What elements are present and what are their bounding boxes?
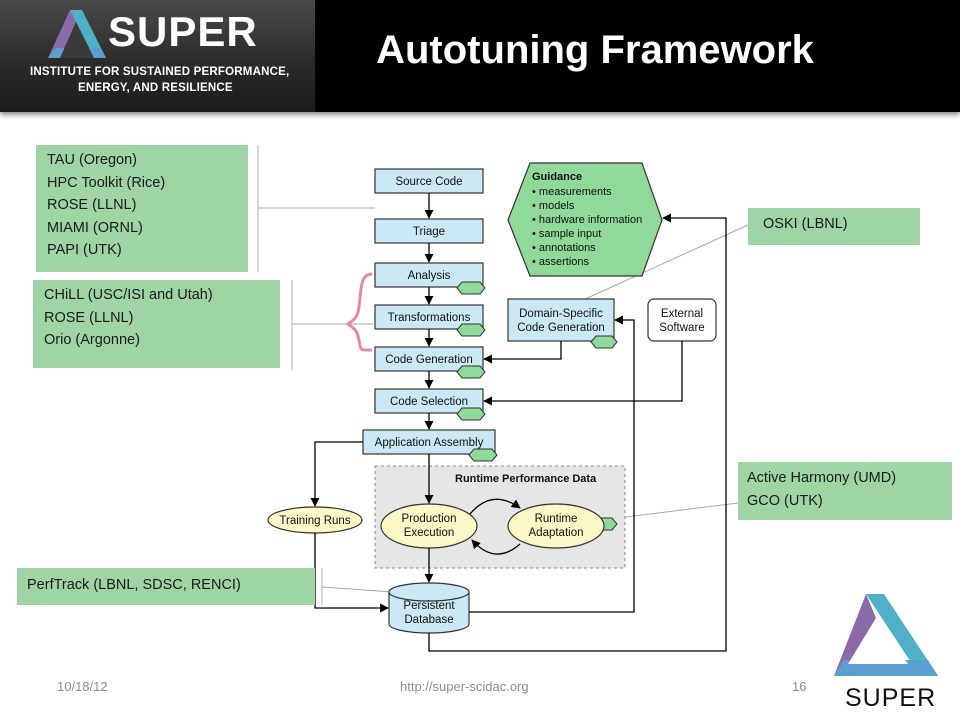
external-software-label-2: Software xyxy=(659,322,704,334)
analysis-badge-icon xyxy=(456,281,486,295)
external-software-box xyxy=(647,298,717,342)
callout-line: PerfTrack (LBNL, SDSC, RENCI) xyxy=(27,577,241,593)
callout-perftrack: PerfTrack (LBNL, SDSC, RENCI) xyxy=(17,568,315,605)
production-execution-ellipse xyxy=(380,503,478,549)
callout-line: GCO (UTK) xyxy=(747,492,823,509)
domain-specific-badge-icon xyxy=(590,335,618,349)
runtime-adaptation-label-2: Adaptation xyxy=(529,527,584,539)
guidance-item: • models xyxy=(532,200,575,212)
callout-line: Active Harmony (UMD) xyxy=(747,470,897,486)
source-code-label: Source Code xyxy=(395,176,462,188)
callout-line: HPC Toolkit (Rice) xyxy=(47,174,166,191)
super-triangle-logo-icon xyxy=(48,10,106,58)
persistent-label-1: Persistent xyxy=(403,600,455,612)
callout-line: ROSE (LLNL) xyxy=(44,309,134,326)
slide-title: Autotuning Framework xyxy=(376,28,814,72)
analysis-label: Analysis xyxy=(408,270,451,282)
callout-line: TAU (Oregon) xyxy=(47,152,137,168)
production-label-1: Production xyxy=(402,513,457,525)
guidance-item: • annotations xyxy=(532,242,596,254)
process-boxes xyxy=(362,168,615,455)
callout-line: CHiLL (USC/ISI and Utah) xyxy=(44,287,213,303)
guidance-item: • measurements xyxy=(532,186,612,198)
diagram-labels: Source Code Triage Analysis Transformati… xyxy=(279,176,704,626)
code-generation-badge-icon xyxy=(456,365,486,379)
callout-line: MIAMI (ORNL) xyxy=(47,219,143,236)
callout-measurement-tools: TAU (Oregon) HPC Toolkit (Rice) ROSE (LL… xyxy=(36,145,248,272)
guidance-list: • measurements • models • hardware infor… xyxy=(532,186,642,268)
callout-line: Orio (Argonne) xyxy=(44,332,140,348)
code-selection-badge-icon xyxy=(456,407,486,421)
runtime-region-title: Runtime Performance Data xyxy=(455,473,597,485)
runtime-adaptation-label-1: Runtime xyxy=(535,513,578,525)
code-selection-label: Code Selection xyxy=(390,396,468,408)
guidance-hexagon xyxy=(507,162,663,277)
external-software-label-1: External xyxy=(661,308,703,320)
persistent-database-cylinder xyxy=(388,582,470,634)
footer-logo-label: SUPER xyxy=(845,684,937,712)
transformations-label: Transformations xyxy=(388,312,471,324)
persistent-label-2: Database xyxy=(404,614,453,626)
callout-line: OSKI (LBNL) xyxy=(763,216,848,232)
runtime-adaptation-ellipse xyxy=(507,503,605,549)
source-code-box xyxy=(374,168,484,194)
callout-line: ROSE (LLNL) xyxy=(47,197,137,213)
flow-arrows xyxy=(310,193,727,652)
domain-specific-label-2: Code Generation xyxy=(517,322,605,334)
callout-runtime-tools: Active Harmony (UMD) GCO (UTK) xyxy=(738,462,952,520)
training-runs-label: Training Runs xyxy=(279,515,350,527)
callout-oski: OSKI (LBNL) xyxy=(748,208,920,245)
pink-brace-icon xyxy=(345,272,373,352)
footer-super-logo-icon xyxy=(834,594,938,676)
callout-separator-lines xyxy=(257,145,323,605)
footer-url[interactable]: http://super-scidac.org xyxy=(400,679,529,694)
logo-subtitle-line2: ENERGY, AND RESILIENCE xyxy=(78,82,233,94)
logo-subtitle-line1: INSTITUTE FOR SUSTAINED PERFORMANCE, xyxy=(30,66,290,78)
triage-label: Triage xyxy=(413,226,445,238)
guidance-item: • hardware information xyxy=(532,214,642,226)
transformations-badge-icon xyxy=(456,323,486,337)
callout-transformation-tools: CHiLL (USC/ISI and Utah) ROSE (LLNL) Ori… xyxy=(33,280,280,368)
footer-page-number: 16 xyxy=(792,679,807,694)
guidance-item: • sample input xyxy=(532,228,601,240)
callout-line: PAPI (UTK) xyxy=(47,242,122,258)
slide-header: SUPER INSTITUTE FOR SUSTAINED PERFORMANC… xyxy=(0,0,960,112)
callout-leader-lines xyxy=(258,207,749,593)
domain-specific-label-1: Domain-Specific xyxy=(519,308,603,320)
production-label-2: Execution xyxy=(404,527,455,539)
guidance-item: • assertions xyxy=(532,256,590,268)
application-assembly-label: Application Assembly xyxy=(375,437,484,449)
footer-date: 10/18/12 xyxy=(57,679,108,694)
assembly-badge-icon xyxy=(468,448,498,462)
logo-wordmark: SUPER xyxy=(108,8,258,55)
super-logo-panel: SUPER INSTITUTE FOR SUSTAINED PERFORMANC… xyxy=(0,0,315,112)
guidance-title: Guidance xyxy=(532,171,582,183)
domain-specific-box xyxy=(507,298,615,342)
code-generation-label: Code Generation xyxy=(385,354,473,366)
